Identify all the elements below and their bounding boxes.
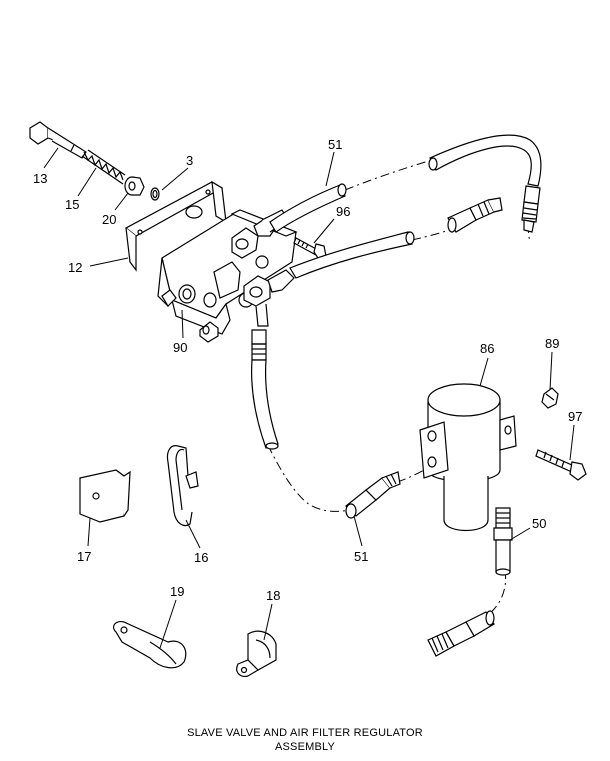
bolt-13 — [29, 121, 87, 159]
fitting-upper-right — [447, 197, 503, 233]
callout-51-bottom: 51 — [354, 549, 368, 564]
callout-labels: 13 15 20 3 12 51 96 90 86 89 97 17 16 51… — [33, 137, 582, 603]
spring-15 — [81, 149, 126, 185]
leader-lines — [43, 147, 575, 649]
nut-20 — [124, 176, 145, 196]
callout-3: 3 — [186, 153, 193, 168]
hose-routing-lines — [267, 159, 531, 616]
gasket-12 — [124, 180, 227, 272]
diagram-caption-line1: SLAVE VALVE AND AIR FILTER REGULATOR — [187, 727, 423, 739]
callout-90: 90 — [173, 340, 187, 355]
callout-12: 12 — [68, 260, 82, 275]
elbow-fitting-lower — [243, 269, 295, 327]
callout-20: 20 — [102, 212, 116, 227]
o-ring-3 — [150, 187, 160, 201]
callout-51-top: 51 — [328, 137, 342, 152]
bolt-97 — [535, 449, 587, 481]
bracket-17 — [79, 469, 131, 523]
hose-51-long — [428, 134, 542, 233]
callout-19: 19 — [170, 584, 184, 599]
screw-96 — [293, 237, 327, 259]
hose-50 — [493, 507, 513, 576]
callout-18: 18 — [266, 588, 280, 603]
diagram-caption-line2: ASSEMBLY — [274, 741, 336, 753]
clamp-18 — [236, 630, 277, 677]
fitting-51-lower — [345, 471, 401, 519]
callout-89: 89 — [545, 336, 559, 351]
callout-15: 15 — [65, 197, 79, 212]
hose-51-upper — [269, 183, 415, 279]
clamp-19 — [112, 621, 187, 669]
air-filter-regulator-86 — [419, 383, 517, 531]
callout-13: 13 — [33, 171, 47, 186]
callout-50: 50 — [532, 516, 546, 531]
callout-97: 97 — [568, 409, 582, 424]
callout-17: 17 — [77, 549, 91, 564]
hose-51-lower — [251, 329, 279, 450]
fitting-50-lower — [427, 610, 495, 657]
callout-86: 86 — [480, 341, 494, 356]
callout-96: 96 — [336, 204, 350, 219]
plug-89 — [541, 387, 559, 409]
callout-16: 16 — [194, 550, 208, 565]
hook-clip-16 — [166, 445, 199, 527]
